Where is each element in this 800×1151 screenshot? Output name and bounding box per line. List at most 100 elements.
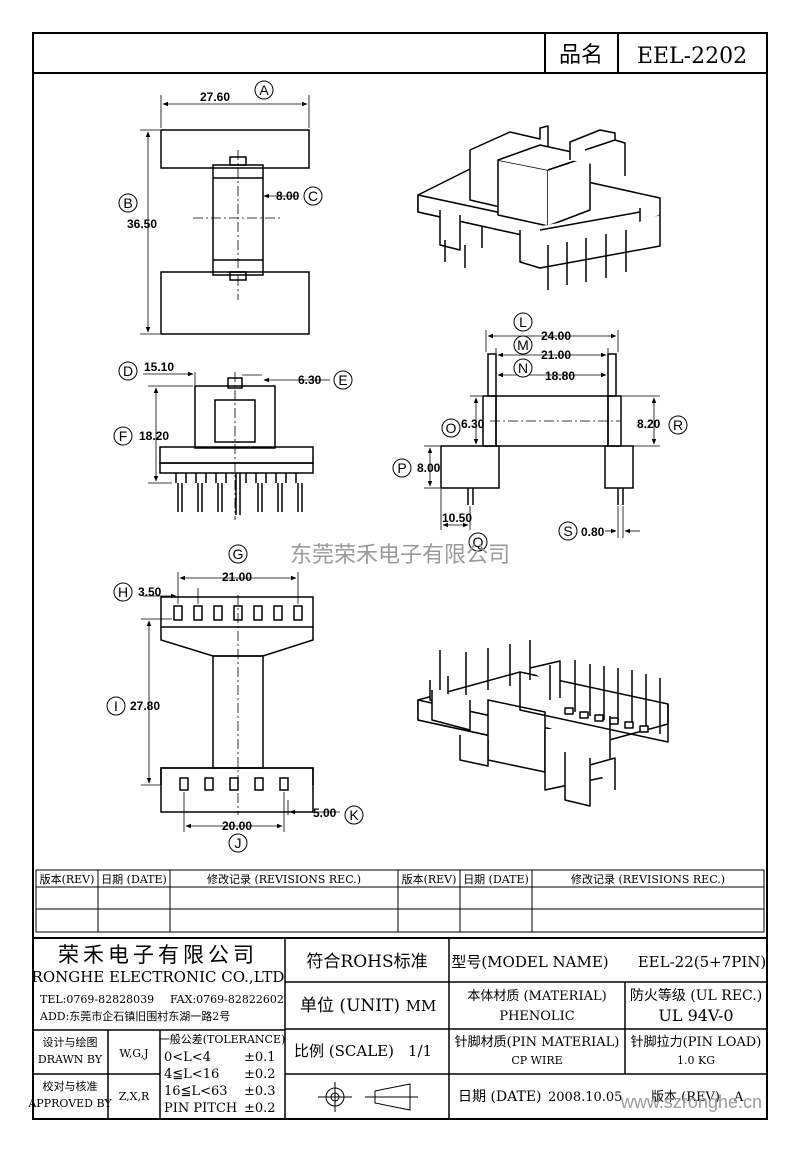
front-view-dims: 15.10 6.30 18.20	[139, 360, 330, 484]
rev-col-rec-left: 修改记录 (REVISIONS REC.)	[207, 872, 361, 886]
outer-frame	[32, 32, 768, 1120]
drawn-by-cn: 设计与绘图	[43, 1035, 98, 1049]
signatures: 设计与绘图 DRAWN BY W,G,J 校对与核准 APPROVED BY Z…	[27, 1035, 150, 1110]
dim-r-value: 8.20	[637, 417, 661, 431]
label-i: I	[114, 698, 118, 714]
date-value: 2008.10.05	[548, 1090, 622, 1105]
label-o: O	[446, 420, 457, 436]
scale-label: 比例 (SCALE)	[294, 1042, 394, 1060]
unit-label: 单位 (UNIT)	[300, 996, 400, 1016]
rev-col-rev-left: 版本(REV)	[40, 872, 95, 886]
dim-c-value: 8.00	[276, 189, 300, 203]
label-b: B	[123, 195, 132, 211]
label-h: H	[118, 584, 128, 600]
material-value: PHENOLIC	[499, 1009, 574, 1024]
approved-by-value: Z,X,R	[119, 1090, 150, 1103]
dim-j-value: 20.00	[222, 819, 252, 833]
label-f: F	[119, 428, 128, 444]
approved-by-en: APPROVED BY	[27, 1097, 112, 1110]
label-k: K	[349, 807, 359, 823]
side-view-dims: 24.00 21.00 18.80 6.30 8.20 8.00 10.50 0…	[417, 329, 661, 539]
rev-col-rev-right: 版本(REV)	[402, 872, 457, 886]
dim-e-value: 6.30	[298, 373, 322, 387]
front-view	[159, 372, 314, 520]
dim-n-value: 18.80	[545, 369, 575, 383]
label-m: M	[517, 337, 529, 353]
dim-l-value: 24.00	[541, 329, 571, 343]
dim-b-value: 36.50	[127, 217, 157, 231]
label-e: E	[338, 372, 347, 388]
ul-value: UL 94V-0	[658, 1006, 733, 1025]
unit-value: MM	[406, 997, 437, 1015]
date-label: 日期 (DATE)	[458, 1089, 542, 1105]
model-value: EEL-22(5+7PIN)	[638, 953, 767, 971]
bottom-view	[160, 595, 314, 815]
tolerance-table: 一般公差(TOLERANCE) 0<L<4 ±0.1 4≦L<16 ±0.2 1…	[159, 1032, 286, 1116]
label-g: G	[233, 546, 244, 562]
projection-symbol	[318, 1082, 418, 1112]
tol-value-4: ±0.2	[244, 1101, 276, 1116]
label-q: Q	[473, 534, 484, 550]
tol-value-2: ±0.2	[244, 1067, 276, 1082]
tol-range-4: PIN PITCH	[164, 1101, 237, 1116]
dim-s-value: 0.80	[581, 525, 605, 539]
tol-value-3: ±0.3	[244, 1084, 276, 1099]
revision-headers: 版本(REV) 日期 (DATE) 修改记录 (REVISIONS REC.) …	[40, 872, 725, 886]
company-address: ADD:东莞市企石镇旧围村东湖一路2号	[39, 1009, 230, 1023]
side-view-callouts: L M N O P Q R S	[392, 312, 688, 552]
tol-value-1: ±0.1	[244, 1050, 276, 1065]
dim-g-value: 21.00	[222, 570, 252, 584]
label-n: N	[518, 360, 528, 376]
rev-label: 版本 (REV)	[651, 1090, 720, 1105]
rohs-label: 符合ROHS标准	[306, 952, 427, 972]
label-r: R	[673, 417, 683, 433]
pin-load-label: 针脚拉力(PIN LOAD)	[631, 1034, 762, 1050]
label-c: C	[308, 188, 318, 204]
top-view-callouts: A B C	[118, 80, 323, 213]
label-s: S	[563, 523, 572, 539]
company-info: 荣禾电子有限公司 RONGHE ELECTRONIC CO.,LTD TEL:0…	[32, 943, 285, 1023]
dim-i-value: 27.80	[130, 699, 160, 713]
pin-load-value: 1.0 KG	[677, 1054, 715, 1067]
isometric-view-top	[417, 125, 661, 290]
rev-col-rec-right: 修改记录 (REVISIONS REC.)	[571, 872, 725, 886]
label-a: A	[259, 82, 269, 98]
company-fax: FAX:0769-82822602	[170, 993, 284, 1006]
bottom-view-callouts: G H I J K	[106, 544, 364, 853]
ul-label: 防火等级 (UL REC.)	[630, 987, 762, 1004]
watermark-company: 东莞荣禾电子有限公司	[290, 543, 510, 568]
watermark-website: www.szronghe.cn	[620, 1092, 762, 1112]
tol-range-2: 4≦L<16	[164, 1067, 219, 1082]
rev-col-date-left: 日期 (DATE)	[101, 873, 167, 886]
dim-a-value: 27.60	[200, 90, 230, 104]
rev-col-date-right: 日期 (DATE)	[463, 873, 529, 886]
dim-k-value: 5.00	[313, 806, 337, 820]
label-l: L	[519, 314, 527, 330]
label-d: D	[123, 363, 133, 379]
front-view-callouts: D E F	[113, 361, 353, 446]
dim-f-value: 18.20	[139, 429, 169, 443]
drawn-by-value: W,G,J	[119, 1047, 148, 1060]
title-block-grid	[33, 937, 767, 1119]
scale-value: 1/1	[408, 1042, 432, 1060]
approved-by-cn: 校对与核准	[43, 1079, 98, 1093]
dim-h-value: 3.50	[138, 585, 162, 599]
pin-material-label: 针脚材质(PIN MATERIAL)	[455, 1034, 620, 1050]
dim-o-value: 6.30	[461, 417, 485, 431]
company-tel: TEL:0769-82828039	[40, 993, 154, 1006]
label-p: P	[397, 460, 406, 476]
pin-material-value: CP WIRE	[511, 1054, 562, 1067]
tol-range-3: 16≦L<63	[164, 1084, 228, 1099]
dim-m-value: 21.00	[541, 348, 571, 362]
material-label: 本体材质 (MATERIAL)	[467, 989, 606, 1004]
bottom-view-dims: 21.00 3.50 27.80 20.00 5.00	[130, 570, 340, 833]
part-name-value: EEL-2202	[637, 44, 747, 69]
revision-table	[35, 869, 765, 933]
dim-d-value: 15.10	[144, 360, 174, 374]
title-block-fields: 符合ROHS标准 型号(MODEL NAME) EEL-22(5+7PIN) 单…	[294, 952, 766, 1105]
top-view	[160, 129, 310, 335]
company-name-en: RONGHE ELECTRONIC CO.,LTD	[32, 968, 285, 986]
rev-value: A	[733, 1090, 744, 1105]
isometric-view-bottom	[417, 640, 669, 807]
